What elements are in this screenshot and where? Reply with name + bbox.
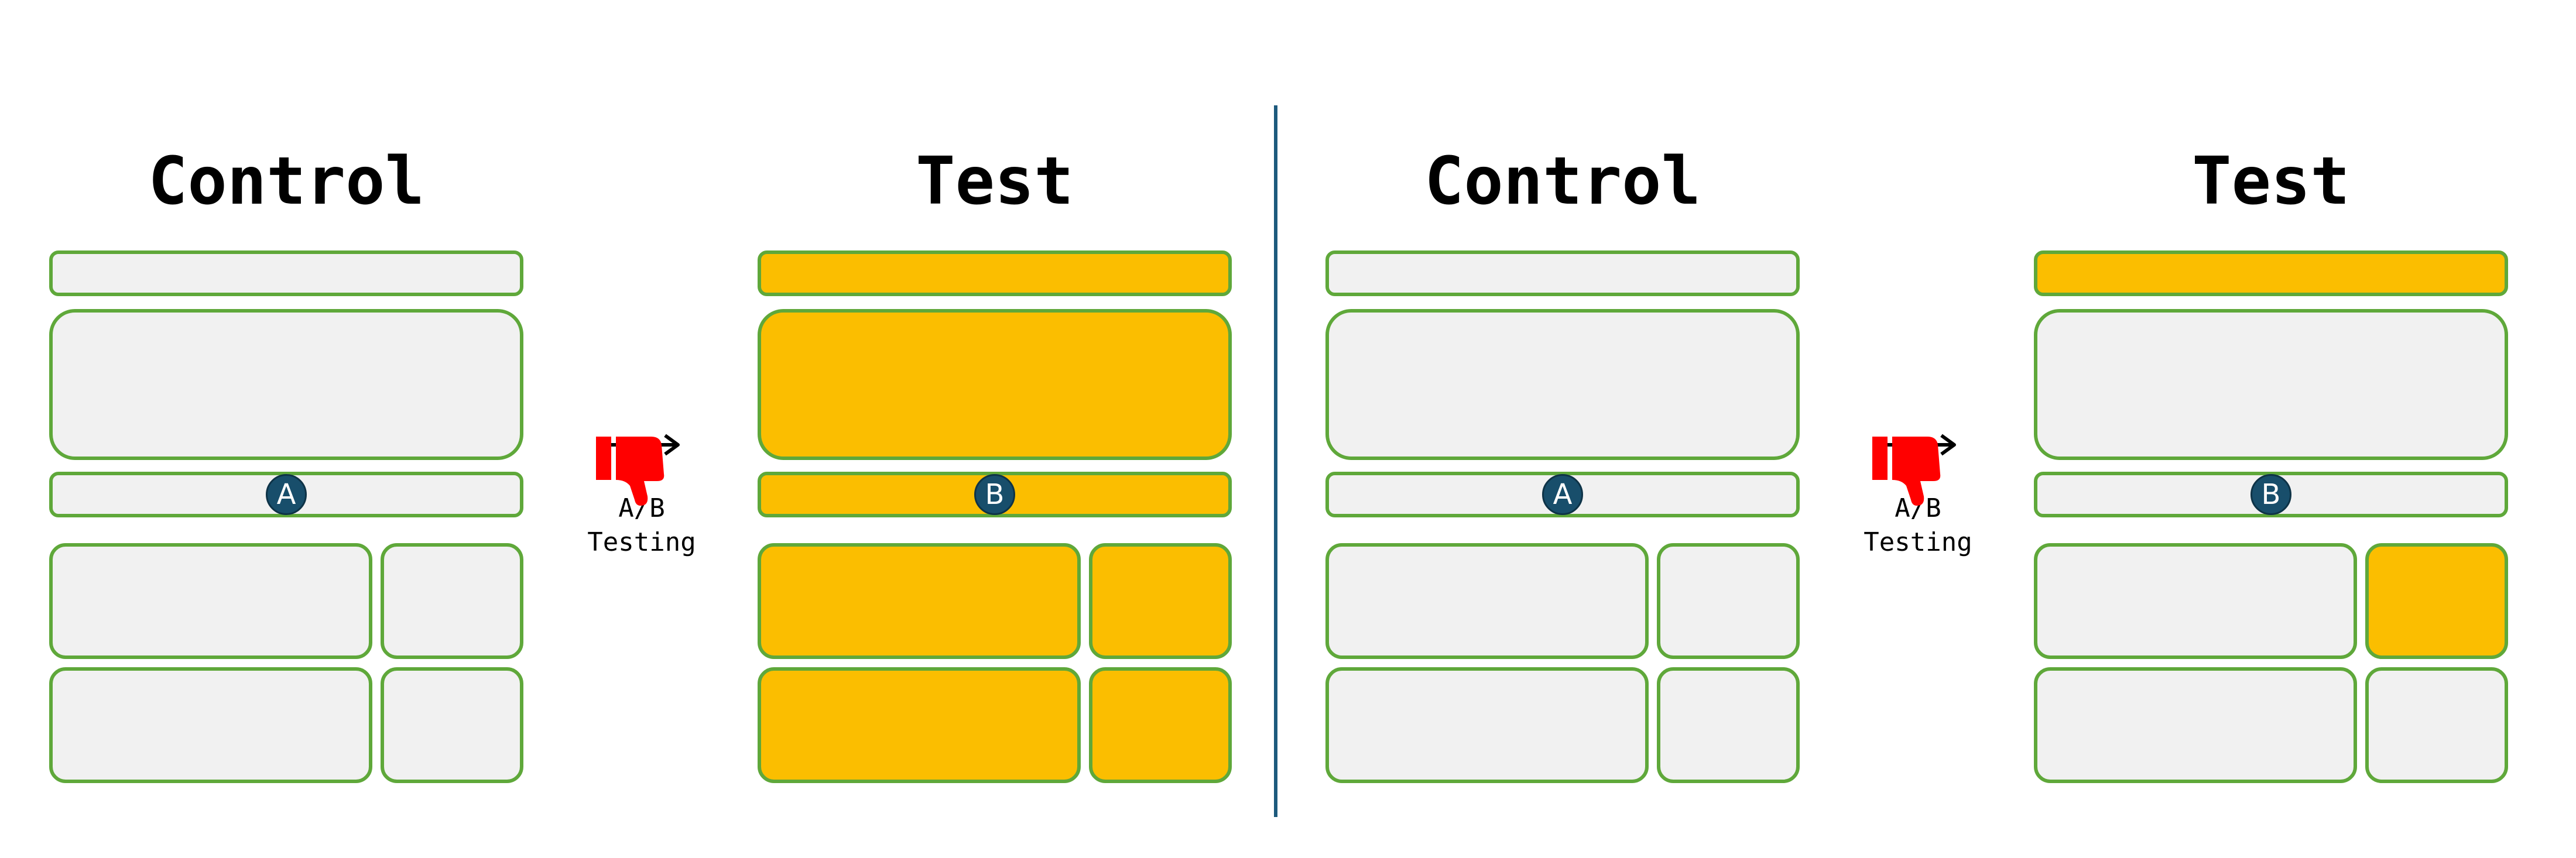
mockup-title: Test — [916, 143, 1074, 219]
variant-badge: B — [974, 474, 1015, 515]
content-block-4 — [1089, 667, 1232, 783]
content-block-4 — [1657, 667, 1800, 783]
hero-block — [2034, 309, 2508, 460]
nav-block — [758, 250, 1232, 296]
variant-badge: B — [2250, 474, 2291, 515]
content-block-4 — [381, 667, 523, 783]
content-block-2 — [1657, 543, 1800, 659]
thumbs-down-icon — [1872, 437, 1941, 506]
mockup-title: Test — [2192, 143, 2350, 219]
content-block-1 — [49, 543, 372, 659]
content-block-3 — [758, 667, 1081, 783]
content-block-1 — [1325, 543, 1649, 659]
content-block-3 — [2034, 667, 2357, 783]
nav-block — [1325, 250, 1800, 296]
content-block-2 — [2365, 543, 2508, 659]
content-block-1 — [2034, 543, 2357, 659]
thumbs-down-icon — [596, 437, 664, 506]
scenario-1-ab-connector: A/B Testing — [571, 433, 712, 679]
hero-block — [49, 309, 523, 460]
ab-label-line-2: Testing — [587, 527, 696, 557]
variant-badge: A — [266, 474, 307, 515]
scenario-divider — [1274, 105, 1277, 817]
hero-block — [758, 309, 1232, 460]
content-block-3 — [49, 667, 372, 783]
scenario-2-test-mockup: Test B — [2034, 135, 2508, 783]
scenario-1-test-mockup: Test B — [758, 135, 1232, 783]
content-block-2 — [1089, 543, 1232, 659]
nav-block — [2034, 250, 2508, 296]
hero-block — [1325, 309, 1800, 460]
content-block-1 — [758, 543, 1081, 659]
mockup-title: Control — [1424, 143, 1701, 219]
ab-label-line-2: Testing — [1864, 527, 1972, 557]
mockup-title: Control — [148, 143, 424, 219]
content-block-2 — [381, 543, 523, 659]
scenario-2-ab-connector: A/B Testing — [1848, 433, 1988, 679]
scenario-1-control-mockup: Control A — [49, 135, 523, 783]
content-block-4 — [2365, 667, 2508, 783]
scenario-2-control-mockup: Control A — [1325, 135, 1800, 783]
content-block-3 — [1325, 667, 1649, 783]
nav-block — [49, 250, 523, 296]
variant-badge: A — [1542, 474, 1583, 515]
